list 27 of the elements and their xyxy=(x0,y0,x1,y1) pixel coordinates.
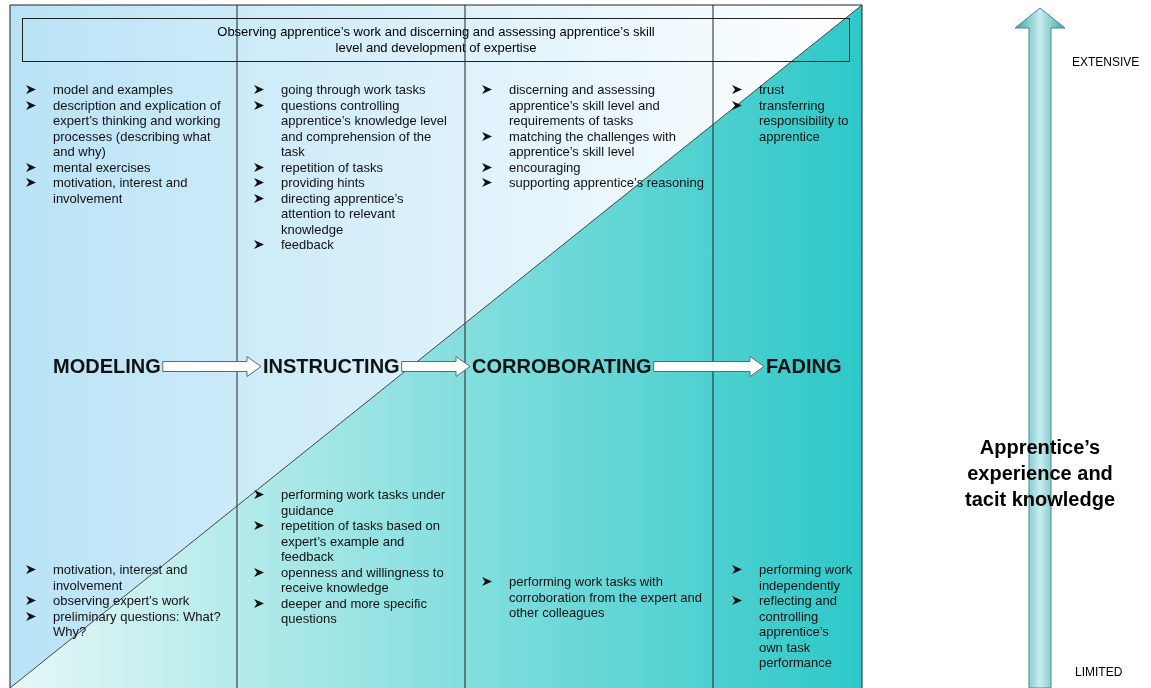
bullet-text: reflecting and controlling apprentice’s own task performance xyxy=(759,593,839,671)
bullet-text: observing expert’s work xyxy=(53,593,191,609)
bullet-text: going through work tasks xyxy=(281,82,427,98)
bullet-text: encouraging xyxy=(509,159,582,175)
bullet-text: deeper and more specific questions xyxy=(281,595,428,627)
stage-label: CORROBORATING xyxy=(472,355,652,378)
bullet-text: supporting apprentice’s reasoning xyxy=(509,175,705,191)
bullet-text: description and explication of expert’s thinking and working processes (describing what and why) xyxy=(53,97,222,160)
bullet-text: preliminary questions: What? Why? xyxy=(53,608,222,640)
bullet-text: motivation, interest and involvement xyxy=(53,175,189,206)
bullet-text: transferring responsibility to apprentice xyxy=(759,97,850,144)
bullet-text: repetition of tasks xyxy=(281,159,384,175)
bullet-text: model and examples xyxy=(53,82,174,98)
stage-label: INSTRUCTING xyxy=(263,355,400,378)
bullet-text: performing work tasks with corroboration from the expert and other colleagues xyxy=(509,574,703,621)
block-arrow xyxy=(162,356,262,377)
block-arrow xyxy=(653,356,765,377)
bullet-text: mental exercises xyxy=(53,159,152,175)
scale-label: EXTENSIVE xyxy=(1072,55,1140,69)
bullet-text: providing hints xyxy=(281,175,366,191)
bullet-text: feedback xyxy=(281,237,335,253)
stage-label: MODELING xyxy=(53,355,161,378)
bullet-text: trust xyxy=(759,82,786,98)
stage-label: FADING xyxy=(766,355,842,378)
scale-label: LIMITED xyxy=(1075,665,1123,679)
activity-box: Observing apprentice’s work and discerning and assessing apprentice’s skill level and development of expertise xyxy=(22,18,850,62)
block-arrow xyxy=(401,356,471,377)
